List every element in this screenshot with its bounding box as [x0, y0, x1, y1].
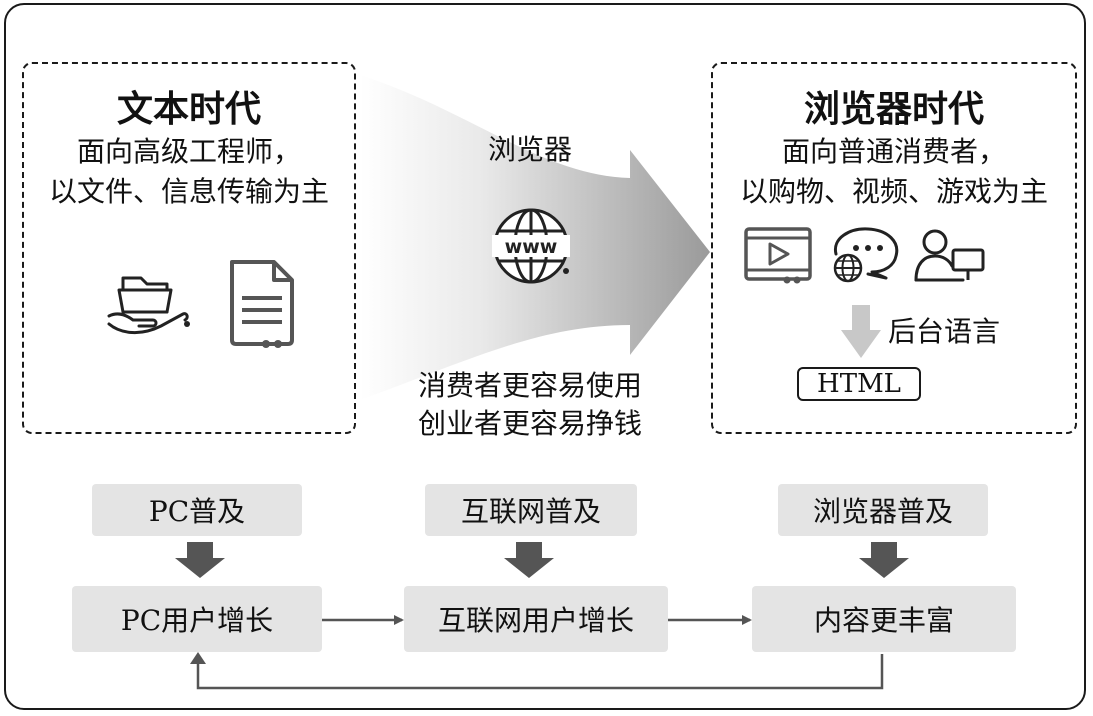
- feedback-arrowhead: [190, 652, 206, 664]
- www-globe-icon: www: [492, 208, 570, 284]
- document-icon: [230, 260, 294, 348]
- text-era-desc-line1: 面向高级工程师，: [76, 135, 301, 168]
- browser-popular-label: 浏览器普及: [812, 495, 953, 528]
- down-arrow-browser: [859, 542, 909, 578]
- pc-users-label: PC用户增长: [120, 604, 274, 637]
- arrow-label-browser: 浏览器: [487, 133, 572, 166]
- backend-language-label: 后台语言: [888, 315, 1001, 348]
- video-player-icon: [744, 227, 812, 284]
- internet-users-label: 互联网用户增长: [437, 604, 634, 637]
- browser-era-desc-line1: 面向普通消费者，: [781, 135, 1006, 168]
- user-computer-icon: [914, 229, 985, 282]
- text-era-desc-line2: 以文件、信息传输为主: [48, 175, 329, 208]
- browser-popular-box: 浏览器普及: [778, 484, 988, 536]
- html-label: HTML: [817, 369, 901, 399]
- backend-down-arrow: [841, 305, 881, 358]
- text-era-box: [22, 62, 356, 434]
- richer-content-box: 内容更丰富: [752, 586, 1016, 652]
- browser-era-desc-line2: 以购物、视频、游戏为主: [739, 175, 1048, 208]
- down-arrow-pc: [175, 542, 225, 578]
- chat-globe-icon: [833, 227, 899, 283]
- internet-popular-box: 互联网普及: [425, 484, 637, 536]
- down-arrow-internet: [504, 542, 554, 578]
- richer-content-label: 内容更丰富: [813, 604, 954, 637]
- internet-popular-label: 互联网普及: [460, 495, 601, 528]
- html-box: HTML: [797, 367, 921, 401]
- folder-hand-icon: [107, 276, 190, 334]
- arrow-caption-consumers: 消费者更容易使用: [417, 369, 642, 402]
- feedback-loop-arrow: [196, 654, 884, 690]
- pc-popular-label: PC普及: [148, 495, 246, 528]
- www-text: www: [505, 236, 558, 258]
- arrow-caption-entrepreneurs: 创业者更容易挣钱: [417, 407, 642, 440]
- browser-era-box: [711, 62, 1077, 434]
- internet-users-box: 互联网用户增长: [404, 586, 668, 652]
- diagram-frame: [4, 3, 1086, 710]
- browser-era-title: 浏览器时代: [803, 88, 984, 130]
- pc-popular-box: PC普及: [92, 484, 302, 536]
- text-era-title: 文本时代: [116, 88, 261, 130]
- pc-users-box: PC用户增长: [72, 586, 322, 652]
